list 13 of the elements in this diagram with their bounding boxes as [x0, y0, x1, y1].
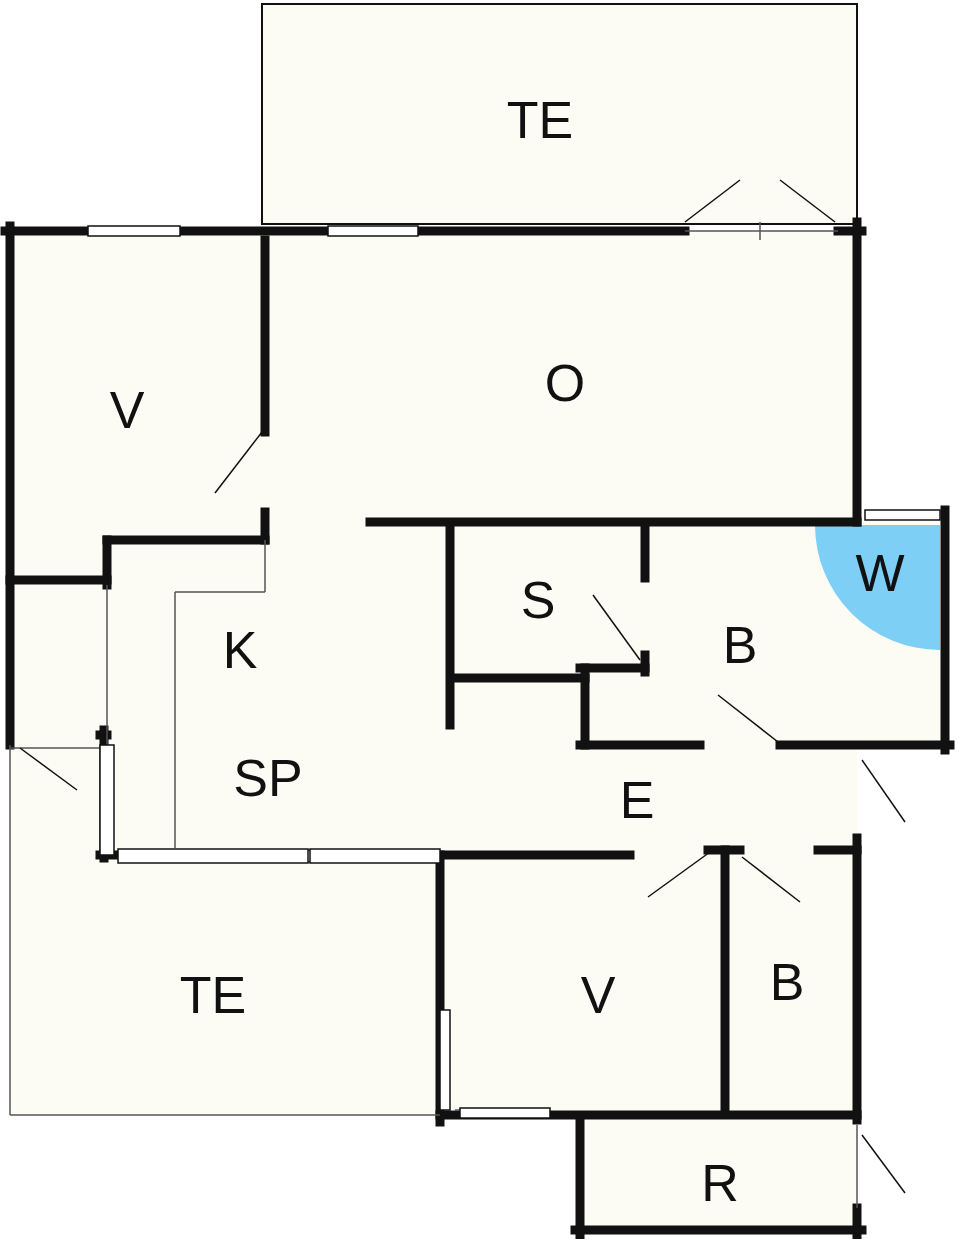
room-label: R [701, 1157, 739, 1209]
room-label: V [109, 384, 145, 436]
room-label: E [619, 774, 655, 826]
room-label: W [855, 547, 905, 599]
room-label: SP [233, 752, 303, 804]
room-label: O [544, 357, 586, 409]
room-label: TE [506, 94, 574, 146]
room-label: B [769, 956, 805, 1008]
room-label: S [520, 574, 556, 626]
room-label: B [722, 619, 758, 671]
room-label: TE [179, 969, 247, 1021]
room-label: V [580, 969, 616, 1021]
room-label: K [222, 624, 258, 676]
